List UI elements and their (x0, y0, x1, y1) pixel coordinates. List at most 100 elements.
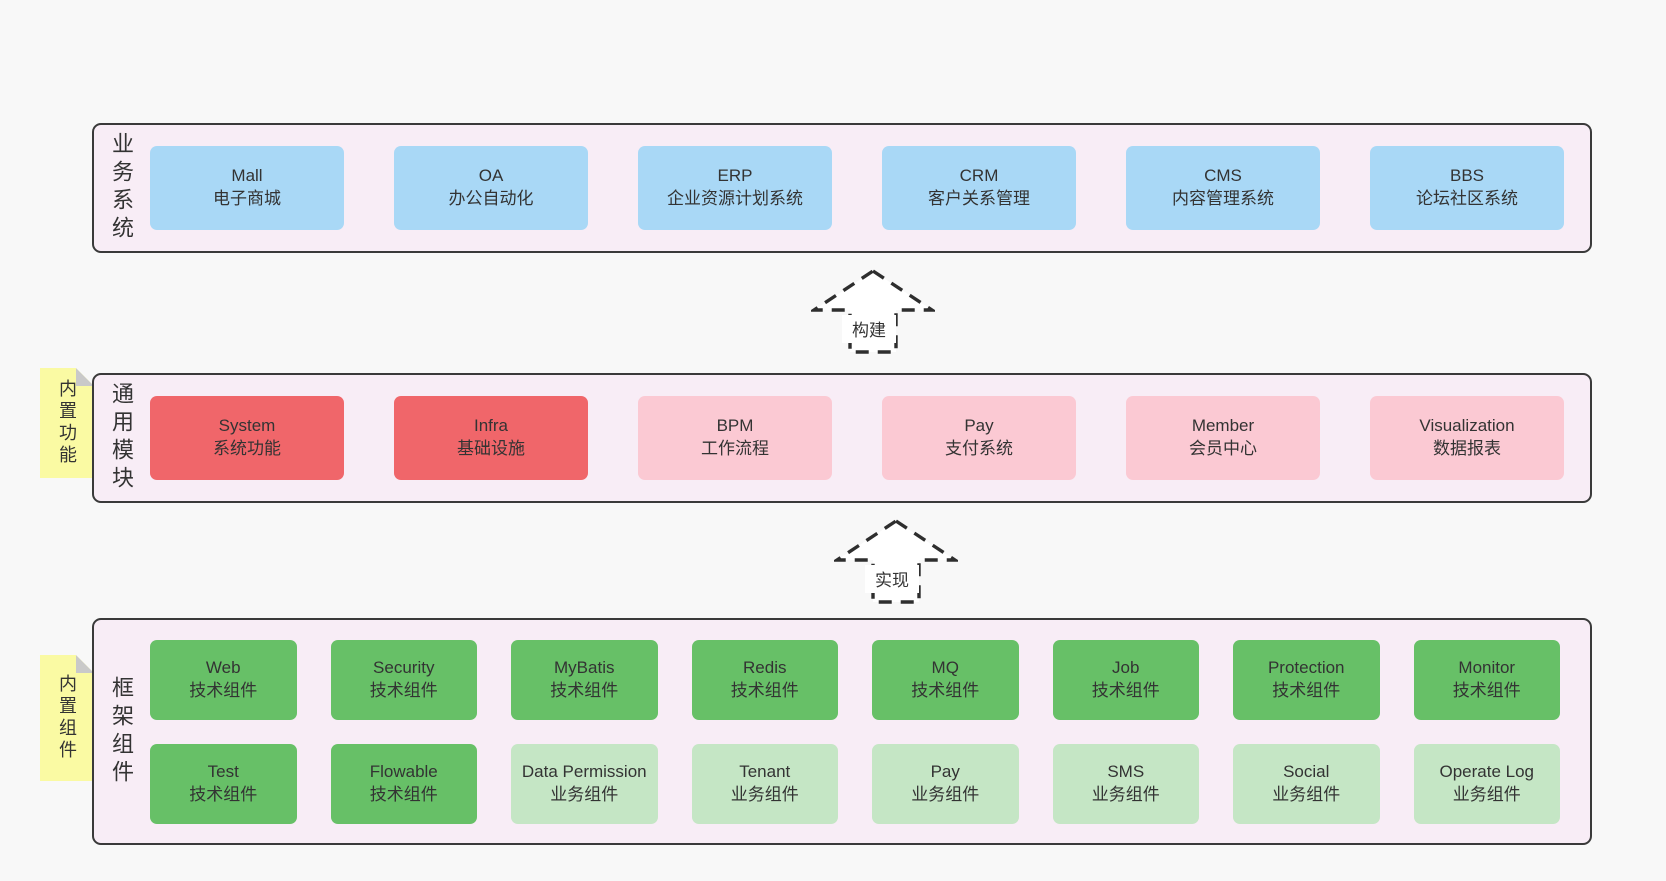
box-subtitle: 技术组件 (369, 784, 438, 804)
box-subtitle: 业务组件 (550, 784, 619, 804)
box-title: Infra (473, 416, 509, 436)
arrow-implement-label: 实现 (875, 571, 909, 590)
box-job: Job 技术组件 (1052, 639, 1199, 720)
box-subtitle: 业务组件 (1272, 784, 1341, 804)
box-visualization: Visualization 数据报表 (1370, 396, 1564, 480)
components-grid: Web 技术组件 Security 技术组件 MyBatis 技术组件 Redi… (138, 620, 1590, 843)
box-subtitle: 电子商城 (213, 189, 281, 208)
box-subtitle: 业务组件 (1091, 784, 1160, 804)
box-subtitle: 工作流程 (701, 439, 769, 458)
box-title: Pay (930, 761, 960, 781)
box-subtitle: 企业资源计划系统 (667, 189, 803, 208)
box-title: Test (207, 761, 239, 781)
box-erp: ERP 企业资源计划系统 (638, 146, 832, 230)
box-subtitle: 技术组件 (189, 680, 258, 700)
box-subtitle: 技术组件 (730, 680, 799, 700)
box-title: System (218, 416, 276, 436)
box-system: System 系统功能 (150, 396, 344, 480)
box-title: CRM (959, 166, 999, 186)
box-flowable: Flowable 技术组件 (330, 743, 477, 824)
box-data-permission: Data Permission 业务组件 (511, 743, 658, 824)
box-subtitle: 技术组件 (1091, 680, 1160, 700)
box-title: Operate Log (1439, 761, 1534, 781)
section-common-modules: 通用模块 System 系统功能 Infra 基础设施 BPM 工作流程 Pay… (92, 373, 1592, 503)
box-subtitle: 技术组件 (189, 784, 258, 804)
section-framework-components: 框架组件 Web 技术组件 Security 技术组件 MyBatis 技术组件… (92, 618, 1592, 845)
box-title: Web (205, 657, 241, 677)
box-member: Member 会员中心 (1126, 396, 1320, 480)
box-title: Mall (231, 166, 263, 186)
box-title: Pay (964, 416, 994, 436)
modules-row: System 系统功能 Infra 基础设施 BPM 工作流程 Pay 支付系统… (138, 375, 1590, 501)
box-subtitle: 会员中心 (1189, 439, 1257, 458)
box-title: Monitor (1458, 657, 1516, 677)
box-title: Visualization (1419, 416, 1515, 436)
box-subtitle: 技术组件 (369, 680, 438, 700)
section-label-business: 业务系统 (109, 132, 134, 244)
up-arrow-build-icon: 构建 (811, 268, 935, 354)
note-label: 内置组件 (57, 674, 77, 762)
box-subtitle: 办公自动化 (448, 189, 534, 208)
box-security: Security 技术组件 (330, 639, 477, 720)
box-subtitle: 系统功能 (213, 439, 281, 458)
section-business-systems: 业务系统 Mall 电子商城 OA 办公自动化 ERP 企业资源计划系统 CRM… (92, 123, 1592, 253)
box-infra: Infra 基础设施 (394, 396, 588, 480)
box-subtitle: 内容管理系统 (1172, 189, 1274, 208)
components-row-1: Web 技术组件 Security 技术组件 MyBatis 技术组件 Redi… (150, 639, 1560, 720)
box-title: BPM (716, 416, 754, 436)
box-title: Member (1191, 416, 1255, 436)
box-redis: Redis 技术组件 (691, 639, 838, 720)
section-label-components: 框架组件 (109, 675, 134, 788)
box-title: Protection (1267, 657, 1345, 677)
box-subtitle: 技术组件 (911, 680, 980, 700)
components-row-2: Test 技术组件 Flowable 技术组件 Data Permission … (150, 743, 1560, 824)
box-monitor: Monitor 技术组件 (1413, 639, 1560, 720)
box-subtitle: 技术组件 (1272, 680, 1341, 700)
box-cms: CMS 内容管理系统 (1126, 146, 1320, 230)
box-title: SMS (1107, 761, 1145, 781)
box-subtitle: 业务组件 (730, 784, 799, 804)
box-subtitle: 基础设施 (457, 439, 525, 458)
box-title: BBS (1449, 166, 1485, 186)
box-mq: MQ 技术组件 (872, 639, 1019, 720)
sticky-note-builtin-components: 内置组件 (40, 655, 94, 781)
section-label-modules: 通用模块 (109, 382, 134, 494)
box-title: ERP (717, 166, 753, 186)
box-title: OA (478, 166, 504, 186)
arrow-build-label: 构建 (852, 321, 886, 340)
box-title: Flowable (369, 761, 438, 781)
box-title: Security (373, 657, 435, 677)
box-subtitle: 数据报表 (1433, 439, 1501, 458)
box-social: Social 业务组件 (1233, 743, 1380, 824)
box-subtitle: 业务组件 (911, 784, 980, 804)
box-subtitle: 客户关系管理 (928, 189, 1030, 208)
box-title: Data Permission (521, 761, 647, 781)
box-test: Test 技术组件 (150, 743, 297, 824)
box-crm: CRM 客户关系管理 (882, 146, 1076, 230)
box-subtitle: 论坛社区系统 (1416, 189, 1518, 208)
box-pay-system: Pay 支付系统 (882, 396, 1076, 480)
box-mall: Mall 电子商城 (150, 146, 344, 230)
box-tenant: Tenant 业务组件 (691, 743, 838, 824)
business-row: Mall 电子商城 OA 办公自动化 ERP 企业资源计划系统 CRM 客户关系… (138, 125, 1590, 251)
box-title: Tenant (739, 761, 791, 781)
box-sms: SMS 业务组件 (1052, 743, 1199, 824)
sticky-note-builtin-features: 内置功能 (40, 368, 94, 478)
box-title: MQ (931, 657, 959, 677)
box-subtitle: 支付系统 (945, 439, 1013, 458)
box-title: MyBatis (554, 657, 615, 677)
box-oa: OA 办公自动化 (394, 146, 588, 230)
box-operate-log: Operate Log 业务组件 (1413, 743, 1560, 824)
box-subtitle: 技术组件 (1452, 680, 1521, 700)
up-arrow-implement-icon: 实现 (834, 518, 958, 604)
box-title: Job (1112, 657, 1140, 677)
box-title: Social (1283, 761, 1330, 781)
box-protection: Protection 技术组件 (1233, 639, 1380, 720)
box-mybatis: MyBatis 技术组件 (511, 639, 658, 720)
box-title: Redis (743, 657, 787, 677)
box-web: Web 技术组件 (150, 639, 297, 720)
box-bpm: BPM 工作流程 (638, 396, 832, 480)
box-subtitle: 技术组件 (550, 680, 619, 700)
box-title: CMS (1204, 166, 1242, 186)
